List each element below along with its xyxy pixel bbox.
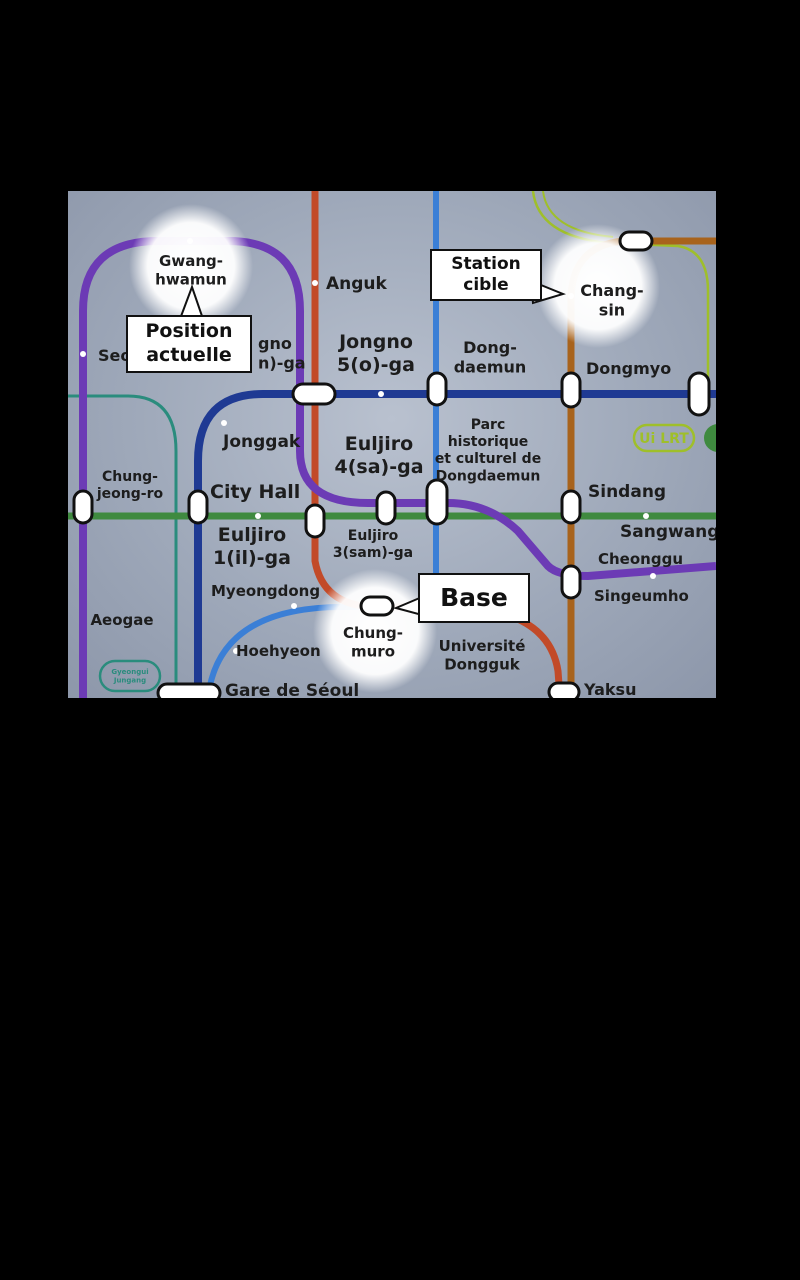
label-anguk: Anguk [326,274,388,294]
line-5 [79,237,716,698]
label-seoul-station: Gare de Séoul [225,681,359,698]
label-aeogae: Aeogae [90,611,153,629]
label-chungjeongro: Chung-jeong-ro [96,469,164,502]
label-dongdaemun: Dong-daemun [454,338,527,377]
label-jonggak: Jonggak [222,432,301,452]
label-ui-lrt: Ui LRT [639,431,689,447]
label-gwanghwamun: Gwang-hwamun [155,252,227,288]
line-1 [194,390,716,698]
label-changsin: Chang-sin [580,281,643,320]
glow-changsin [536,224,660,348]
label-dongmyo: Dongmyo [586,359,671,378]
callout-target-station: Station cible [430,249,542,301]
label-singeumho: Singeumho [594,587,689,605]
transfer-stations [72,230,711,698]
callout-base: Base [418,573,530,623]
label-seo: Seo [98,346,131,365]
glow-chungmuro [313,569,437,693]
label-city-hall: City Hall [210,481,300,503]
glow-gwanghwamun [129,204,253,328]
label-sindang: Sindang [588,482,666,502]
label-hoehyeon: Hoehyeon [236,642,321,660]
label-cheonggu: Cheonggu [598,550,683,568]
gyeongui-badge [98,659,162,693]
callout-current-position: Position actuelle [126,315,252,373]
label-myeongdong: Myeongdong [211,582,320,600]
label-sangwang: Sangwang [620,522,716,542]
line-teal [68,394,178,698]
ui-lrt-badge [632,423,696,453]
label-yaksu: Yaksu [583,680,636,698]
label-chungmuro: Chung-muro [343,624,403,660]
station-dots [80,238,656,654]
